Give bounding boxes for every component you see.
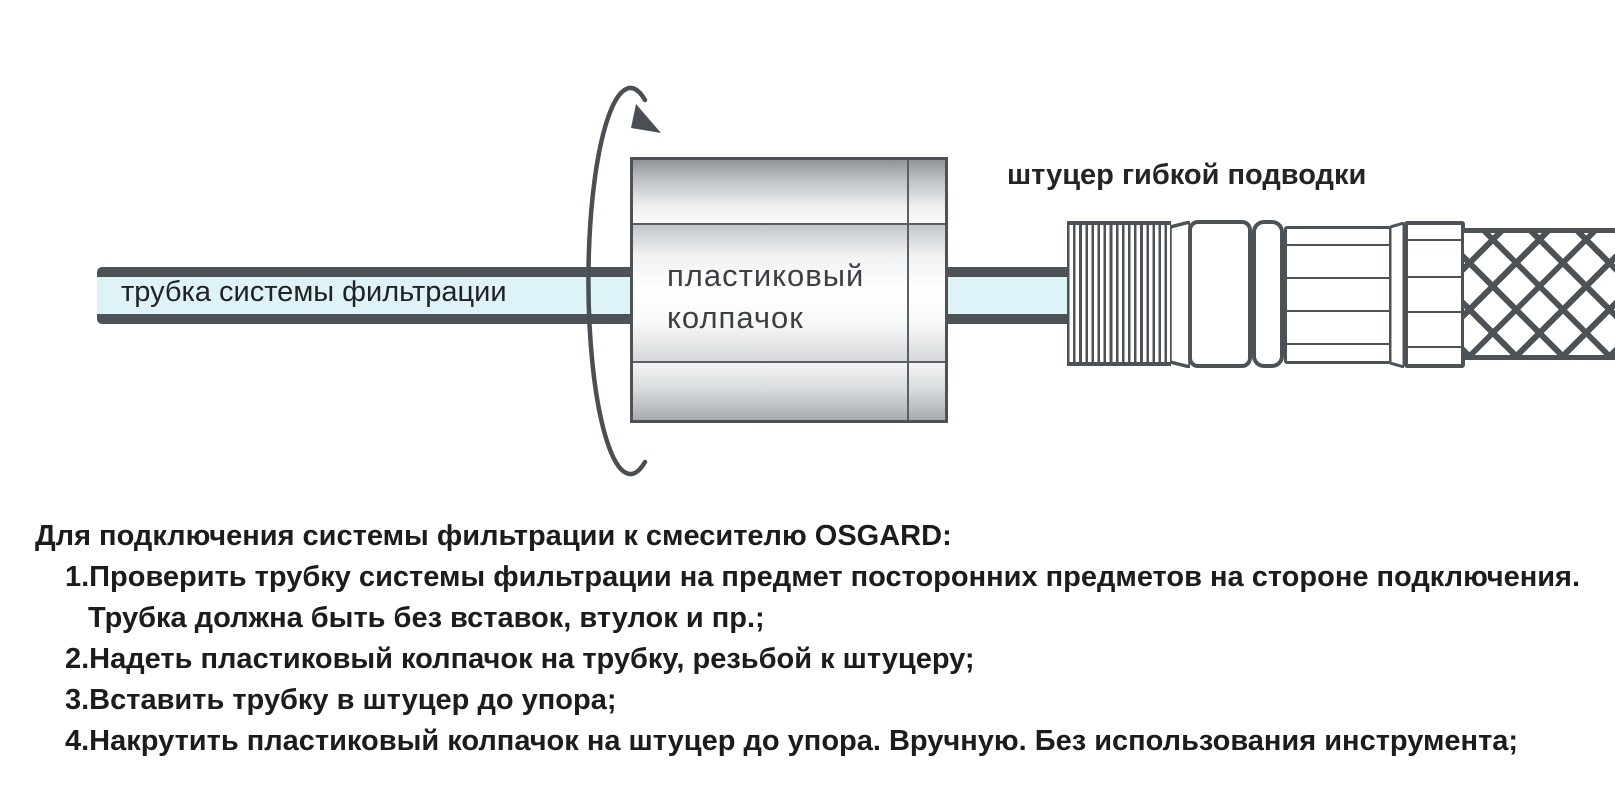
hex-facet-line xyxy=(1287,310,1389,312)
instruction-step-4: 4.Накрутить пластиковый колпачок на штуц… xyxy=(65,725,1519,757)
cap-shine-band-bottom xyxy=(633,363,945,420)
instruction-step-1: 1.Проверить трубку системы фильтрации на… xyxy=(65,561,1581,593)
tube-label: трубка системы фильтрации xyxy=(121,276,507,308)
threaded-section xyxy=(1067,221,1171,366)
instruction-step-3: 3.Вставить трубку в штуцер до упора; xyxy=(65,684,617,716)
braided-hose xyxy=(1464,228,1615,360)
sleeve-facet-line xyxy=(1408,346,1461,348)
crimp-sleeve xyxy=(1404,221,1465,368)
instruction-step-2: 2.Надеть пластиковый колпачок на трубку,… xyxy=(65,643,975,675)
filter-tube-right-segment xyxy=(948,267,1068,324)
nut-sleeve-transition xyxy=(1390,222,1404,368)
sleeve-facet-line xyxy=(1408,239,1461,241)
hex-facet-line xyxy=(1287,244,1389,246)
plastic-cap-label: пластиковый колпачок xyxy=(667,258,865,335)
thread-collar-transition xyxy=(1170,221,1190,368)
fitting-label: штуцер гибкой подводки xyxy=(1007,159,1367,191)
instructions-title: Для подключения системы фильтрации к сме… xyxy=(35,520,952,552)
hex-facet-line xyxy=(1287,277,1389,279)
cap-shine-band-middle xyxy=(633,225,945,363)
cap-end-ring-line xyxy=(907,160,909,420)
hex-facet-line xyxy=(1287,343,1389,345)
fitting-collar xyxy=(1188,220,1252,368)
plastic-cap: пластиковый колпачок xyxy=(630,157,948,423)
filter-tube-left-segment xyxy=(97,267,630,324)
cap-shine-band-top xyxy=(633,160,945,225)
fitting-groove-ring xyxy=(1252,220,1284,368)
rotation-arrow-icon xyxy=(586,85,661,477)
instructions-block: Для подключения системы фильтрации к сме… xyxy=(0,516,1600,762)
sleeve-facet-line xyxy=(1408,311,1461,313)
sleeve-facet-line xyxy=(1408,276,1461,278)
hex-nut xyxy=(1284,226,1392,364)
instruction-step-1-cont: Трубка должна быть без вставок, втулок и… xyxy=(88,602,765,634)
